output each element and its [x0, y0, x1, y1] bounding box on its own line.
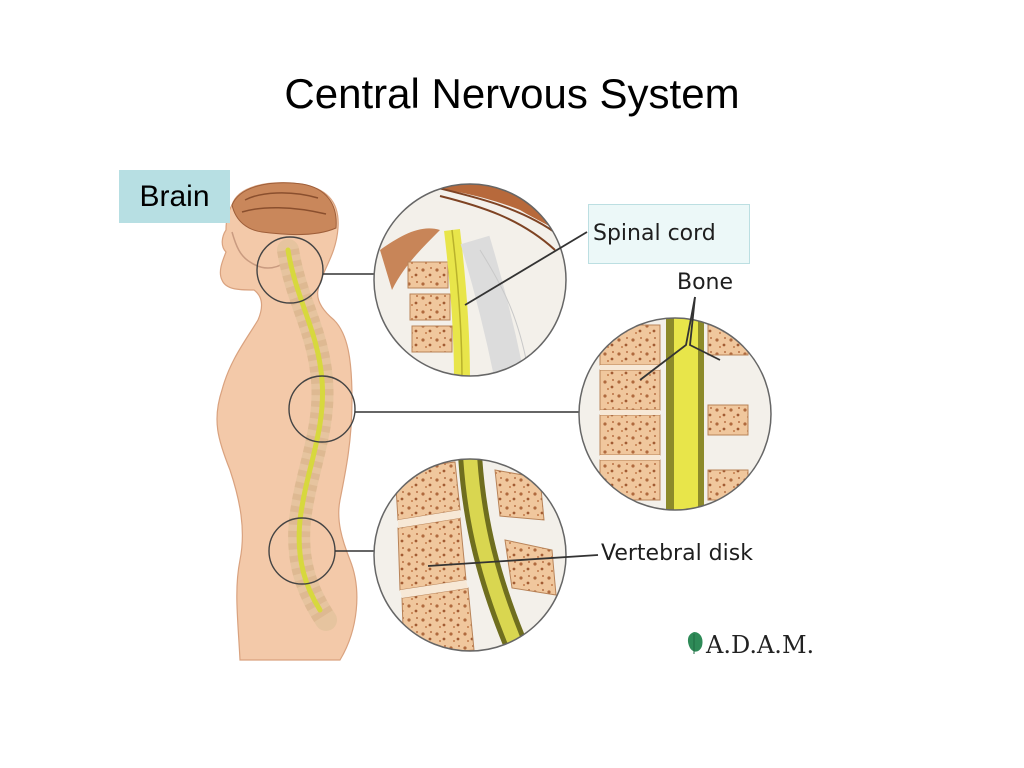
- spinal-cord-pointer: [464, 231, 588, 306]
- vertebral-disk-pointer: [427, 554, 599, 567]
- body-silhouette: [216, 182, 358, 661]
- bone-pointer-right: [689, 296, 721, 361]
- spinal-cord-label-box: [588, 204, 750, 264]
- brain-label: Brain: [119, 170, 230, 223]
- slide-title: Central Nervous System: [284, 70, 740, 117]
- bone-label: Bone: [677, 270, 734, 295]
- leaf-icon: [687, 632, 703, 654]
- zoom-circle-upper: [373, 183, 567, 377]
- label-pointers: [427, 231, 721, 567]
- vertebral-disk-label: Vertebral disk: [601, 541, 753, 566]
- zoom-circle-middle: [578, 317, 772, 511]
- logo-text: A.D.A.M.: [706, 631, 815, 659]
- spinal-cord-label: Spinal cord: [593, 221, 716, 246]
- bone-pointer-left: [639, 296, 696, 381]
- connector-lines: [323, 273, 580, 552]
- adam-logo: A.D.A.M.: [706, 628, 814, 662]
- zoom-circle-lower: [373, 458, 567, 652]
